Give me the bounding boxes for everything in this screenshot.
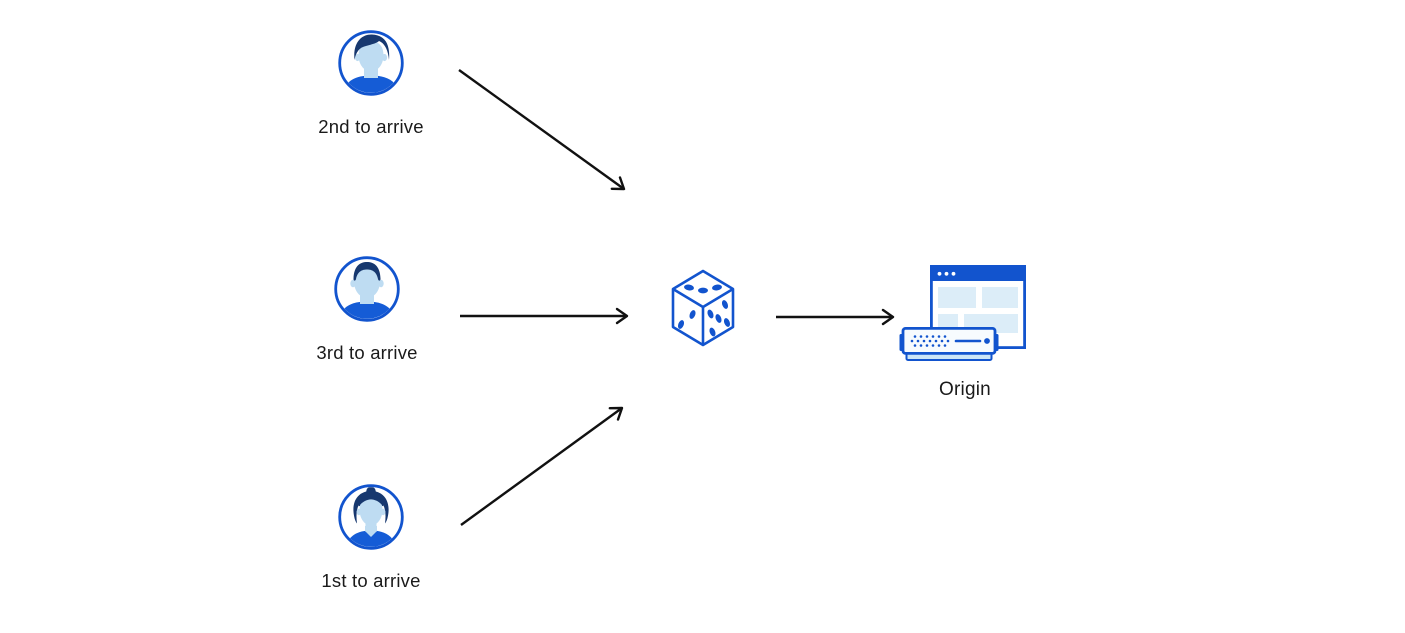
visitor-node-second: 2nd to arrive [291, 30, 451, 137]
random-selector-node [668, 268, 738, 350]
visitor-node-first: 1st to arrive [291, 484, 451, 591]
origin-node: Origin [880, 265, 1050, 405]
visitor-first-label: 1st to arrive [321, 570, 421, 591]
user-avatar-female-bun-icon [338, 484, 404, 550]
origin-label: Origin [939, 379, 991, 400]
visitor-node-third: 3rd to arrive [287, 256, 447, 363]
origin-server-icon [899, 327, 999, 361]
dice-icon [671, 269, 735, 347]
user-avatar-male-swept-hair-icon [338, 30, 404, 96]
visitor-third-label: 3rd to arrive [316, 342, 418, 363]
visitor-second-label: 2nd to arrive [318, 116, 424, 137]
arrow-first-to-dice [460, 406, 624, 526]
arrow-second-to-dice [458, 69, 626, 191]
user-avatar-male-short-hair-icon [334, 256, 400, 322]
